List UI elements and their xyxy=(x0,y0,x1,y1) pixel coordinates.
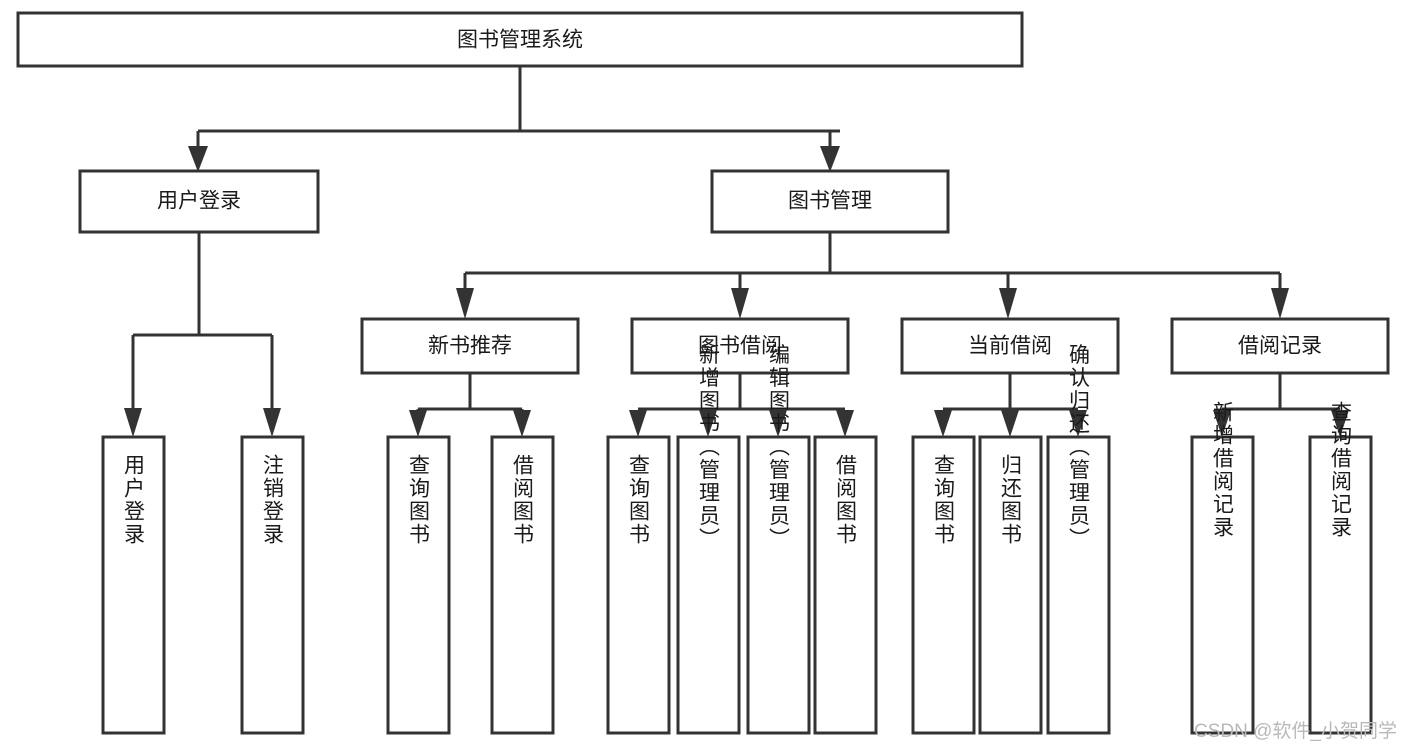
leaf-current-return-box[interactable] xyxy=(978,435,1043,735)
leaf-borrow-borrow-book[interactable]: 借阅图书 xyxy=(813,435,878,735)
leaf-borrow-query-box[interactable] xyxy=(606,435,671,735)
leaf-newbook-query-label: 查询图书 xyxy=(407,454,431,546)
node-book-management[interactable]: 图书管理 xyxy=(710,169,950,234)
node-new-book-recommend-box[interactable] xyxy=(360,317,580,375)
node-new-book-recommend-label: 新书推荐 xyxy=(428,335,512,358)
leaf-borrow-add-admin-box[interactable] xyxy=(676,435,741,735)
node-current-borrow-box[interactable] xyxy=(900,317,1120,375)
leaf-current-return[interactable]: 归还图书 xyxy=(978,435,1043,735)
arrow-head-book-borrow xyxy=(731,288,749,319)
node-borrow-records-label: 借阅记录 xyxy=(1238,335,1322,358)
node-book-borrow-box[interactable] xyxy=(630,317,850,375)
leaf-borrow-edit-admin-box[interactable] xyxy=(746,435,811,735)
arrow-head-current-leaf-2 xyxy=(1001,410,1019,437)
node-root-system-box[interactable] xyxy=(16,11,1024,68)
leaf-user-login-signout-box[interactable] xyxy=(240,435,305,735)
leaf-current-query-label: 查询图书 xyxy=(932,454,956,546)
leaf-current-return-label: 归还图书 xyxy=(999,454,1023,546)
leaf-newbook-borrow[interactable]: 借阅图书 xyxy=(490,435,555,735)
arrow-head-borrow-leaf-3 xyxy=(769,410,787,437)
leaf-records-add-box[interactable] xyxy=(1190,435,1255,735)
node-book-management-box[interactable] xyxy=(710,169,950,234)
leaf-borrow-edit-admin[interactable]: 编辑图书（管理员） xyxy=(746,344,811,735)
node-user-login-box[interactable] xyxy=(78,169,320,234)
leaf-records-query-label: 查询借阅记录 xyxy=(1329,401,1353,539)
leaf-records-query[interactable]: 查询借阅记录 xyxy=(1308,401,1373,735)
node-borrow-records[interactable]: 借阅记录 xyxy=(1170,317,1390,375)
arrow-head-newbook-leaf-2 xyxy=(513,410,531,437)
node-user-login[interactable]: 用户登录 xyxy=(78,169,320,234)
arrow-head-current-borrow xyxy=(999,288,1017,319)
leaf-borrow-query-label: 查询图书 xyxy=(627,454,651,546)
node-book-borrow[interactable]: 图书借阅 xyxy=(630,317,850,375)
node-current-borrow-label: 当前借阅 xyxy=(968,335,1052,358)
leaf-borrow-add-admin-label: 新增图书（管理员） xyxy=(697,344,721,551)
leaf-records-add[interactable]: 新增借阅记录 xyxy=(1190,401,1255,735)
arrow-head-records-leaf-2 xyxy=(1331,410,1349,437)
arrow-head-borrow-records xyxy=(1271,288,1289,319)
leaf-borrow-borrow-book-box[interactable] xyxy=(813,435,878,735)
node-current-borrow[interactable]: 当前借阅 xyxy=(900,317,1120,375)
node-new-book-recommend[interactable]: 新书推荐 xyxy=(360,317,580,375)
leaf-newbook-borrow-label: 借阅图书 xyxy=(511,454,535,546)
arrow-head-leaf-logout xyxy=(263,408,281,437)
leaf-current-query-box[interactable] xyxy=(911,435,976,735)
node-borrow-records-box[interactable] xyxy=(1170,317,1390,375)
leaf-user-login-signout[interactable]: 注销登录 xyxy=(240,435,305,735)
arrow-head-user-login xyxy=(188,146,208,172)
leaf-current-confirm-return-admin-label: 确认归还（管理员） xyxy=(1067,344,1091,551)
leaf-current-query[interactable]: 查询图书 xyxy=(911,435,976,735)
node-user-login-label: 用户登录 xyxy=(157,190,241,213)
arrow-head-newbook-leaf-1 xyxy=(409,410,427,437)
node-root-system[interactable]: 图书管理系统 xyxy=(16,11,1024,68)
leaf-user-login-signin-label: 用户登录 xyxy=(122,454,146,546)
node-book-borrow-label: 图书借阅 xyxy=(698,335,782,358)
leaf-user-login-signin-box[interactable] xyxy=(101,435,166,735)
arrow-head-current-leaf-3 xyxy=(1069,410,1087,437)
connector-layer xyxy=(124,66,1349,437)
leaf-records-add-label: 新增借阅记录 xyxy=(1211,401,1235,539)
node-root-system-label: 图书管理系统 xyxy=(457,29,583,52)
leaf-user-login-signout-label: 注销登录 xyxy=(261,454,285,546)
leaf-newbook-query[interactable]: 查询图书 xyxy=(386,435,451,735)
leaf-newbook-borrow-box[interactable] xyxy=(490,435,555,735)
leaf-current-confirm-return-admin[interactable]: 确认归还（管理员） xyxy=(1046,344,1111,735)
arrow-head-new-book-rec xyxy=(456,288,474,319)
arrow-head-borrow-leaf-2 xyxy=(699,410,717,437)
leaf-current-confirm-return-admin-box[interactable] xyxy=(1046,435,1111,735)
leaf-user-login-signin[interactable]: 用户登录 xyxy=(101,435,166,735)
leaf-borrow-add-admin[interactable]: 新增图书（管理员） xyxy=(676,344,741,735)
leaf-borrow-edit-admin-label: 编辑图书（管理员） xyxy=(767,344,791,551)
arrow-head-book-mgmt xyxy=(820,146,840,172)
leaf-newbook-query-box[interactable] xyxy=(386,435,451,735)
arrow-head-borrow-leaf-1 xyxy=(629,410,647,437)
arrow-head-records-leaf-1 xyxy=(1213,410,1231,437)
leaf-borrow-query[interactable]: 查询图书 xyxy=(606,435,671,735)
node-book-management-label: 图书管理 xyxy=(788,190,872,213)
arrow-head-borrow-leaf-4 xyxy=(836,410,854,437)
arrow-head-current-leaf-1 xyxy=(934,410,952,437)
leaf-borrow-borrow-book-label: 借阅图书 xyxy=(834,454,858,546)
arrow-head-leaf-user-login xyxy=(124,408,142,437)
leaf-records-query-box[interactable] xyxy=(1308,435,1373,735)
